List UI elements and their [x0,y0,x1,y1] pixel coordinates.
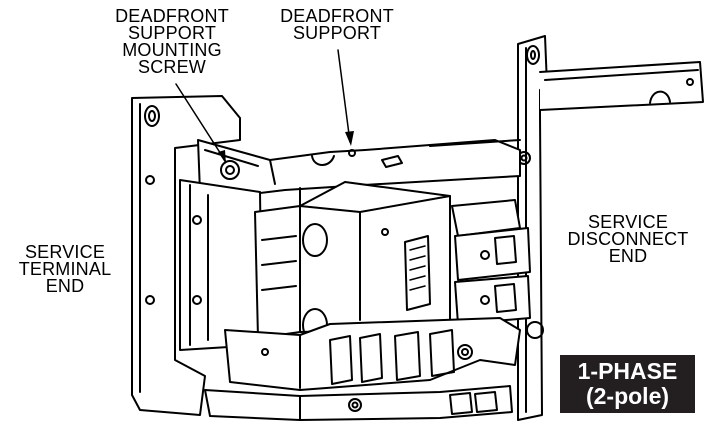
phase-badge-line2: (2-pole) [585,383,670,409]
leader-screw [175,83,227,163]
label-deadfront-support: DEADFRONT SUPPORT [280,6,394,43]
label-service-disconnect-end: SERVICE DISCONNECT END [567,212,689,266]
breaker-body [254,181,451,342]
arrowhead-screw [218,150,226,164]
left-back-plate [131,95,241,416]
leader-support [337,49,351,143]
two-pole-breakers [451,199,531,325]
arrowhead-support [345,131,354,146]
phase-badge-line1: 1-PHASE [577,358,678,384]
label-deadfront-support-mounting-screw: DEADFRONT SUPPORT MOUNTING SCREW [115,6,229,77]
lower-bus-assembly [204,317,521,421]
label-service-terminal-end: SERVICE TERMINAL END [18,242,112,296]
left-side-plate [179,179,263,351]
phase-badge: 1-PHASE (2-pole) [560,355,695,413]
leader-lines [175,49,351,163]
deadfront-support-mounting-screw [220,160,240,180]
